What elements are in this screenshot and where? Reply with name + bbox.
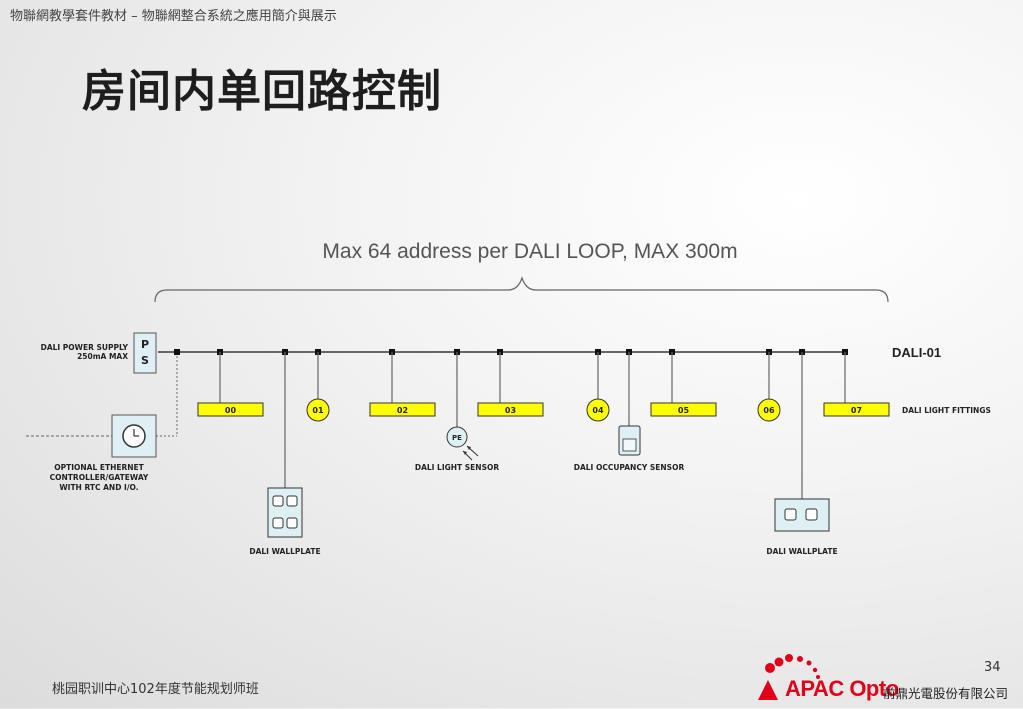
company-logo: APAC Opto 前鼎光電股份有限公司	[755, 650, 1020, 705]
page-number: 34	[984, 660, 1001, 675]
logo-text: APAC Opto	[785, 676, 899, 701]
occupancy-sensor-label: DALI OCCUPANCY SENSOR	[574, 463, 685, 472]
ps-box-s: S	[141, 354, 149, 367]
span-caption: Max 64 address per DALI LOOP, MAX 300m	[322, 240, 738, 263]
wallplate-right-label: DALI WALLPLATE	[766, 547, 837, 556]
fitting-02-label: 02	[397, 406, 408, 415]
fitting-04: 04	[586, 398, 610, 422]
span-brace	[154, 276, 889, 303]
fitting-01: 01	[306, 398, 330, 422]
fitting-04-label: 04	[592, 406, 604, 415]
ps-label-line2: 250mA MAX	[77, 352, 128, 361]
fitting-01-label: 01	[312, 406, 324, 415]
loop-label: DALI-01	[892, 345, 941, 360]
fittings-label: DALI LIGHT FITTINGS	[902, 406, 991, 415]
fitting-00: 00	[197, 402, 264, 417]
fitting-07: 07	[823, 402, 890, 417]
wallplate-left-label: DALI WALLPLATE	[249, 547, 320, 556]
fitting-06: 06	[757, 398, 781, 422]
fitting-03: 03	[477, 402, 544, 417]
gateway-label-line2: CONTROLLER/GATEWAY	[50, 473, 149, 482]
light-sensor-label: DALI LIGHT SENSOR	[415, 463, 500, 472]
ps-label-line1: DALI POWER SUPPLY	[41, 343, 129, 352]
light-sensor: PE DALI LIGHT SENSOR	[415, 426, 500, 472]
drop-lines	[219, 352, 846, 499]
slide-title: 房间内单回路控制	[82, 66, 442, 117]
light-sensor-symbol: PE	[452, 434, 462, 442]
footer-left-text: 桃园职训中心102年度节能规划师班	[52, 682, 259, 697]
gateway: OPTIONAL ETHERNET CONTROLLER/GATEWAY WIT…	[26, 352, 178, 492]
slide-header: 物聯網教學套件教材 – 物聯網整合系統之應用簡介與展示	[10, 9, 337, 24]
company-name: 前鼎光電股份有限公司	[883, 686, 1009, 701]
wallplate-left: DALI WALLPLATE	[249, 487, 321, 556]
wallplate-right: DALI WALLPLATE	[766, 498, 838, 556]
fitting-03-label: 03	[505, 406, 516, 415]
gateway-label-line1: OPTIONAL ETHERNET	[54, 463, 144, 472]
gateway-label-line3: WITH RTC AND I/O.	[59, 483, 138, 492]
fitting-05-label: 05	[678, 406, 690, 415]
fitting-07-label: 07	[851, 406, 862, 415]
occupancy-sensor: DALI OCCUPANCY SENSOR	[574, 425, 685, 472]
fitting-05: 05	[650, 402, 717, 417]
logo-dots-icon	[758, 654, 820, 700]
fitting-00-label: 00	[225, 406, 237, 415]
power-supply: P S DALI POWER SUPPLY 250mA MAX	[41, 332, 157, 374]
fitting-06-label: 06	[763, 406, 775, 415]
fitting-02: 02	[369, 402, 436, 417]
ps-box-p: P	[141, 338, 149, 351]
